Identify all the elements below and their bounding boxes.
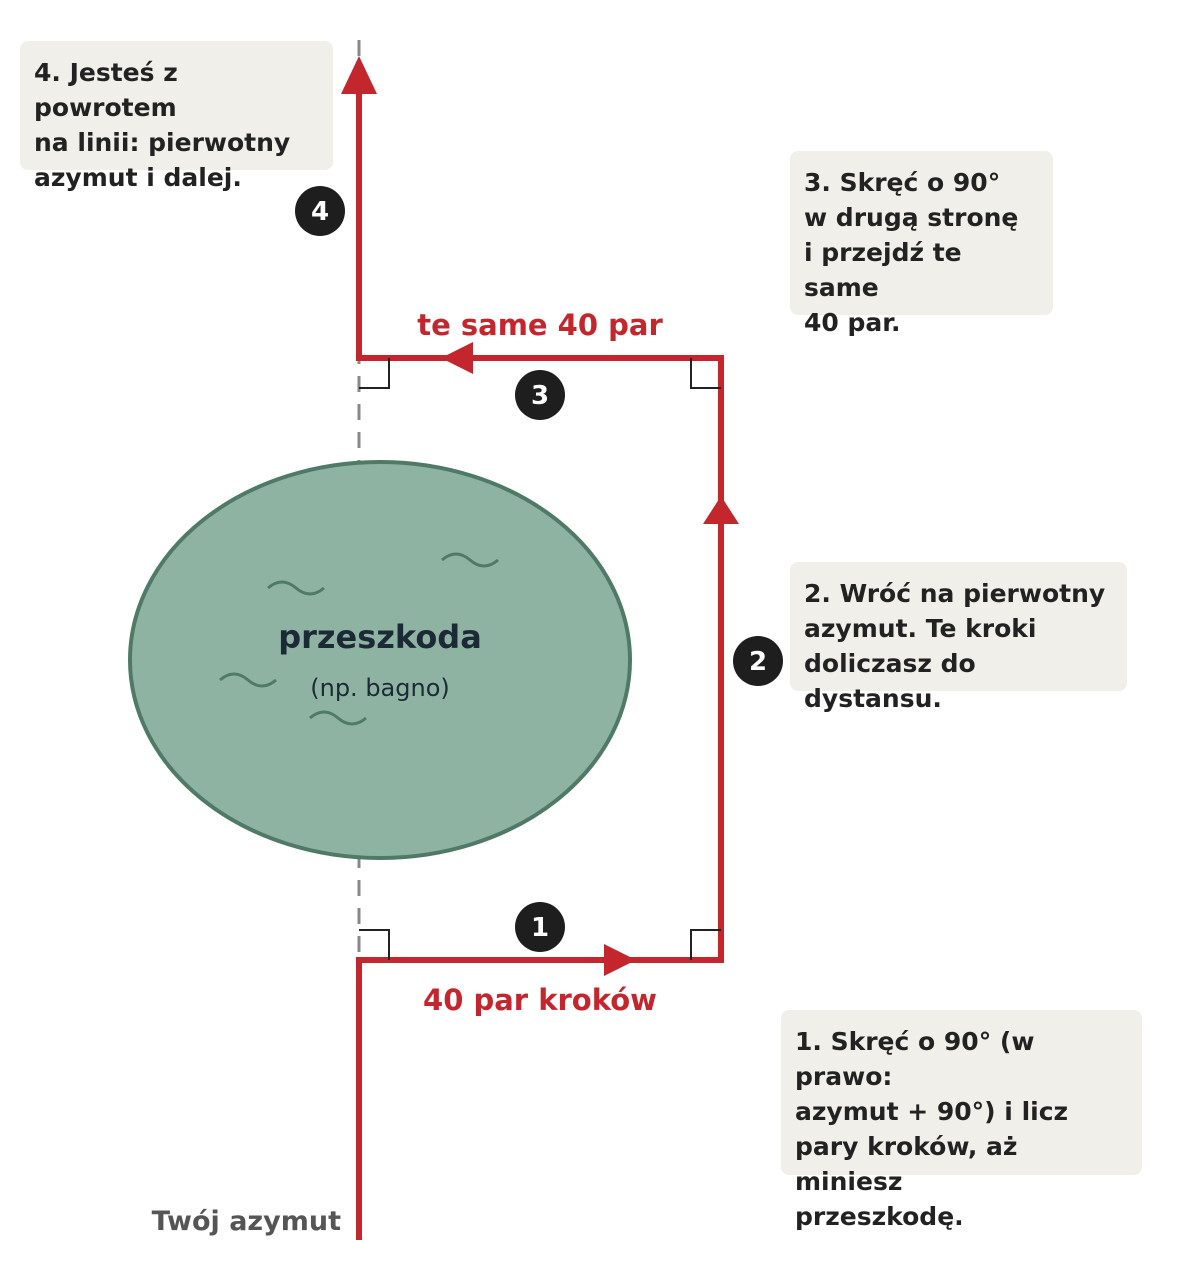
step-badge-number: 2 xyxy=(749,647,767,677)
step-badge-3: 3 xyxy=(515,370,565,420)
obstacle: przeszkoda (np. bagno) xyxy=(128,460,632,860)
water-wave-icon xyxy=(309,710,367,726)
arrow-up-icon xyxy=(703,496,739,524)
azimuth-label: Twój azymut xyxy=(152,1206,341,1237)
water-wave-icon xyxy=(267,580,325,596)
arrow-left-icon xyxy=(441,342,473,374)
step-1-note: 1. Skręć o 90° (w prawo: azymut + 90°) i… xyxy=(781,1010,1142,1231)
step-badge-1: 1 xyxy=(515,902,565,952)
water-wave-icon xyxy=(219,672,277,688)
step-badge-2: 2 xyxy=(733,636,783,686)
step-badge-number: 1 xyxy=(531,913,549,943)
top-leg-label: te same 40 par xyxy=(417,308,663,342)
arrow-up-icon xyxy=(341,56,377,94)
obstacle-ellipse xyxy=(128,460,632,860)
obstacle-title: przeszkoda xyxy=(278,618,482,656)
step-4-note: 4. Jesteś z powrotem na linii: pierwotny… xyxy=(20,41,333,192)
right-angle-marker-icon xyxy=(690,358,721,389)
right-angle-marker-icon xyxy=(359,358,390,389)
step-badge-4: 4 xyxy=(295,186,345,236)
right-angle-marker-icon xyxy=(359,929,390,960)
bottom-leg-label: 40 par kroków xyxy=(423,983,657,1017)
step-2-note: 2. Wróć na pierwotny azymut. Te kroki do… xyxy=(790,562,1127,713)
detour-path xyxy=(356,88,724,1240)
step-badge-number: 3 xyxy=(531,381,549,411)
arrow-right-icon xyxy=(604,944,636,976)
right-angle-marker-icon xyxy=(690,929,721,960)
water-wave-icon xyxy=(441,552,499,568)
step-3-note: 3. Skręć o 90° w drugą stronę i przejdź … xyxy=(790,151,1053,337)
step-badge-number: 4 xyxy=(311,197,329,227)
obstacle-subtitle: (np. bagno) xyxy=(310,674,450,702)
